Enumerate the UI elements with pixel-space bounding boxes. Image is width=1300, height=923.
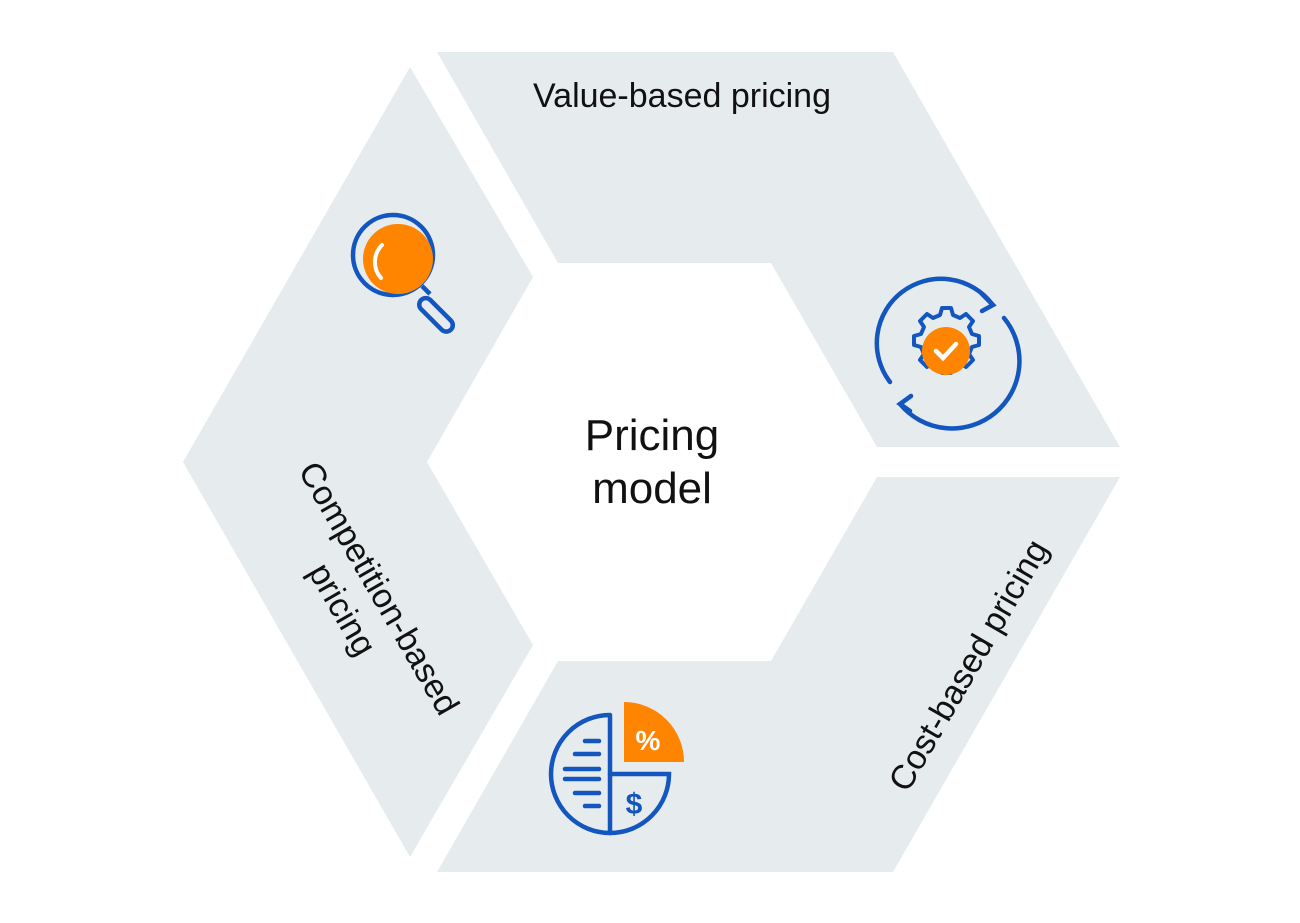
gear-check-cycle-icon bbox=[874, 276, 1022, 431]
dollar-glyph: $ bbox=[626, 788, 643, 821]
percent-glyph: % bbox=[636, 725, 661, 756]
pie-chart-percent-dollar-icon: % $ bbox=[548, 702, 684, 836]
segment-cost-based bbox=[437, 477, 1120, 872]
value-based-label: Value-based pricing bbox=[533, 77, 831, 115]
magnifier-icon bbox=[350, 212, 456, 334]
center-title-line2: model bbox=[592, 464, 712, 513]
segment-competition-based bbox=[183, 67, 533, 857]
center-title-line1: Pricing bbox=[585, 411, 720, 460]
